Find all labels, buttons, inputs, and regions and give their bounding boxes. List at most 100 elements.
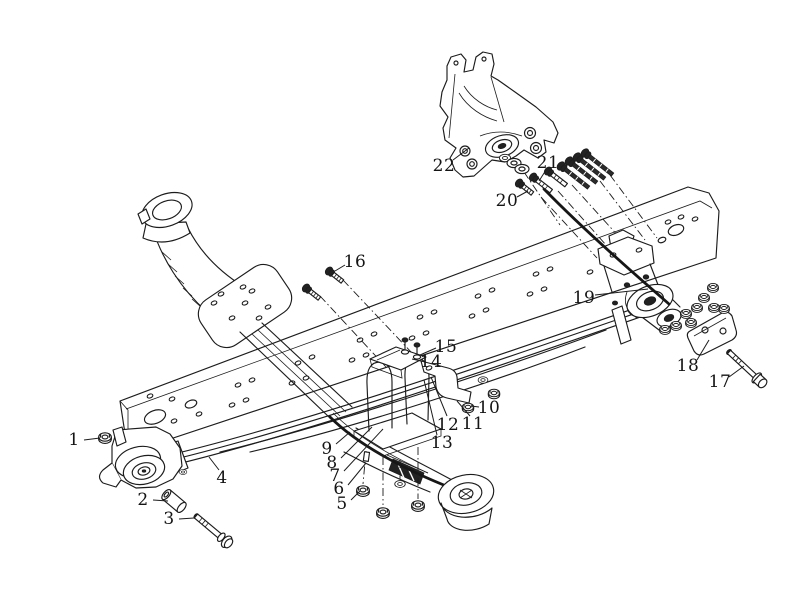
rear-hanger-shackle bbox=[597, 229, 682, 331]
leader-line bbox=[350, 490, 361, 501]
leader-line bbox=[728, 365, 745, 378]
callout-4: 4 bbox=[208, 456, 227, 488]
leader-line bbox=[452, 147, 470, 161]
front-hanger bbox=[98, 426, 183, 489]
frame-lightening-holes bbox=[143, 223, 685, 425]
torque-rod-line bbox=[542, 187, 671, 306]
frame-clip bbox=[112, 426, 127, 447]
callout-5: 5 bbox=[336, 490, 361, 514]
callout-18: 18 bbox=[677, 339, 710, 376]
part-number: 13 bbox=[431, 433, 454, 453]
part-number: 19 bbox=[573, 288, 596, 308]
shackle-bolt-17 bbox=[726, 349, 768, 389]
callout-17: 17 bbox=[709, 365, 745, 392]
callout-9: 9 bbox=[321, 431, 351, 459]
axle-beam bbox=[137, 191, 353, 419]
leader-line bbox=[208, 456, 220, 471]
axle-drop-arm bbox=[328, 412, 495, 531]
leader-line bbox=[343, 428, 384, 472]
nut-10 bbox=[461, 402, 475, 414]
callout-13: 13 bbox=[423, 379, 454, 453]
bracket-bolt-cluster bbox=[513, 146, 616, 198]
callout-16: 16 bbox=[334, 252, 367, 272]
part-number: 9 bbox=[321, 439, 332, 459]
leader-line bbox=[423, 379, 438, 436]
cap-bolt-14 bbox=[400, 337, 410, 355]
part-number: 8 bbox=[326, 453, 337, 473]
leader-line bbox=[470, 405, 480, 408]
leader-line bbox=[456, 400, 471, 417]
part-number: 6 bbox=[333, 479, 344, 499]
axle-arm-shading bbox=[161, 251, 202, 308]
stud-bolt-6 bbox=[362, 451, 371, 462]
nut-5 bbox=[356, 485, 370, 497]
part-number: 17 bbox=[709, 372, 732, 392]
callout-8: 8 bbox=[326, 426, 373, 473]
u-bolt-clamp-assembly bbox=[353, 337, 442, 519]
nut bbox=[411, 500, 425, 512]
part-number: 4 bbox=[216, 468, 227, 488]
part-number: 21 bbox=[537, 153, 560, 173]
leader-line bbox=[411, 358, 422, 362]
callout-20: 20 bbox=[496, 190, 529, 211]
part-number: 5 bbox=[336, 494, 347, 514]
nut-1 bbox=[98, 432, 112, 444]
leader-line bbox=[178, 517, 195, 520]
kingpin-boss-top bbox=[137, 191, 193, 243]
part-number: 10 bbox=[478, 398, 501, 418]
part-number: 18 bbox=[677, 356, 700, 376]
assembly-guide-lines bbox=[319, 171, 658, 368]
callout-3: 3 bbox=[163, 509, 195, 529]
leader-line bbox=[419, 347, 437, 356]
bushing-2 bbox=[161, 489, 187, 513]
part-number: 7 bbox=[329, 466, 340, 486]
nut bbox=[376, 507, 390, 519]
leader-line bbox=[340, 426, 373, 459]
part-number: 3 bbox=[163, 509, 174, 529]
spring-seat-bracket bbox=[420, 360, 501, 414]
leader-line bbox=[538, 169, 547, 182]
shackle-bolt-3 bbox=[193, 513, 234, 549]
arm-washer bbox=[394, 480, 406, 488]
part-number: 16 bbox=[344, 252, 367, 272]
callout-7: 7 bbox=[329, 428, 384, 486]
part-number: 12 bbox=[437, 415, 460, 435]
part-number: 11 bbox=[462, 414, 485, 434]
leader-line bbox=[334, 264, 346, 272]
part-number: 14 bbox=[420, 352, 443, 372]
shackle-plate-18 bbox=[686, 311, 738, 356]
leader-line bbox=[347, 462, 367, 486]
cap-bolt-15 bbox=[412, 342, 422, 360]
part-number: 22 bbox=[433, 156, 456, 176]
axle-neck bbox=[239, 322, 353, 419]
leader-line bbox=[335, 431, 351, 445]
washer bbox=[477, 376, 489, 384]
callout-14: 14 bbox=[411, 352, 443, 372]
part-number: 1 bbox=[68, 430, 79, 450]
leader-line bbox=[594, 288, 649, 296]
callout-19: 19 bbox=[573, 288, 649, 308]
frame-rail bbox=[119, 186, 720, 454]
part-number: 2 bbox=[137, 490, 148, 510]
callout-11: 11 bbox=[456, 400, 485, 434]
leader-line bbox=[516, 190, 529, 198]
part-number: 20 bbox=[496, 191, 519, 211]
clamp-cap bbox=[369, 346, 427, 371]
leader-line bbox=[152, 499, 169, 502]
spring-clip-rear bbox=[611, 300, 632, 345]
callout-22: 22 bbox=[433, 147, 470, 176]
part-number: 15 bbox=[435, 337, 458, 357]
callout-15: 15 bbox=[419, 337, 458, 357]
leader-line bbox=[83, 437, 101, 441]
callout-1: 1 bbox=[68, 430, 101, 450]
callout-12: 12 bbox=[430, 376, 460, 435]
callout-10: 10 bbox=[470, 398, 501, 418]
callout-2: 2 bbox=[137, 490, 169, 510]
leader-line bbox=[696, 339, 710, 361]
engine-mount-bracket bbox=[439, 51, 559, 178]
clamp-studs bbox=[362, 447, 419, 505]
callout-21: 21 bbox=[537, 153, 560, 182]
